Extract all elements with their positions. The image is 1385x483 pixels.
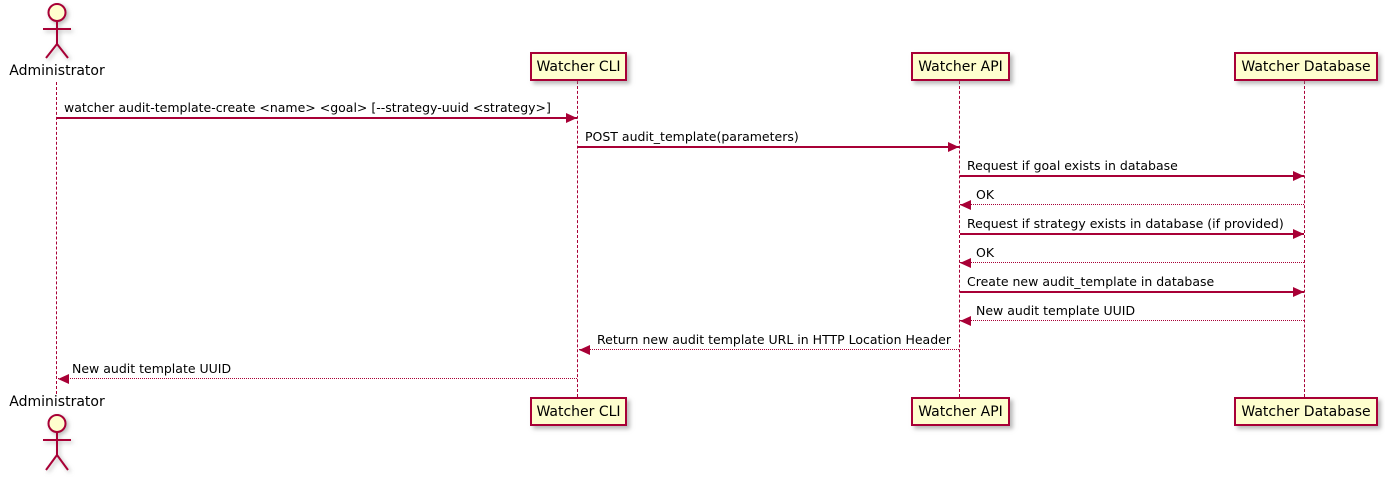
lifeline-watcher-database [1304,81,1305,397]
participant-watcher-database-bottom: Watcher Database [1234,397,1378,426]
message-label: OK [976,245,995,260]
arrowhead-left-icon [960,200,971,210]
lifeline-watcher-api [959,81,960,397]
message-line [960,233,1304,235]
message-label: Create new audit_template in database [967,274,1215,289]
participant-watcher-cli-bottom: Watcher CLI [530,397,627,426]
message-line [960,262,1304,263]
message-label: Return new audit template URL in HTTP Lo… [597,332,951,347]
message-label: Request if goal exists in database [967,158,1178,173]
arrowhead-left-icon [58,374,69,384]
message-line [960,291,1304,293]
arrowhead-right-icon [566,113,577,123]
participant-watcher-database-top: Watcher Database [1234,52,1378,81]
lifeline-administrator [56,82,57,394]
message-label: New audit template UUID [72,361,232,376]
arrowhead-left-icon [960,258,971,268]
participant-watcher-api-bottom: Watcher API [911,397,1010,426]
arrowhead-right-icon [1293,229,1304,239]
message-line [579,349,959,350]
message-label: POST audit_template(parameters) [585,129,799,144]
actor-icon [43,414,71,471]
actor-label-top: Administrator [9,63,105,79]
message-line [57,117,577,119]
message-line [58,378,577,379]
actor-label-bottom: Administrator [9,394,105,410]
message-label: OK [976,187,995,202]
arrowhead-right-icon [1293,287,1304,297]
participant-watcher-cli-top: Watcher CLI [530,52,627,81]
actor-icon [43,3,71,59]
arrowhead-left-icon [960,316,971,326]
message-line [578,146,959,148]
participant-watcher-api-top: Watcher API [911,52,1010,81]
message-line [960,320,1304,321]
arrowhead-left-icon [579,345,590,355]
message-line [960,175,1304,177]
message-label: watcher audit-template-create <name> <go… [64,100,551,115]
message-label: New audit template UUID [976,303,1136,318]
lifeline-watcher-cli [577,81,578,397]
message-line [960,204,1304,205]
message-label: Request if strategy exists in database (… [967,216,1284,231]
arrowhead-right-icon [1293,171,1304,181]
arrowhead-right-icon [948,142,959,152]
